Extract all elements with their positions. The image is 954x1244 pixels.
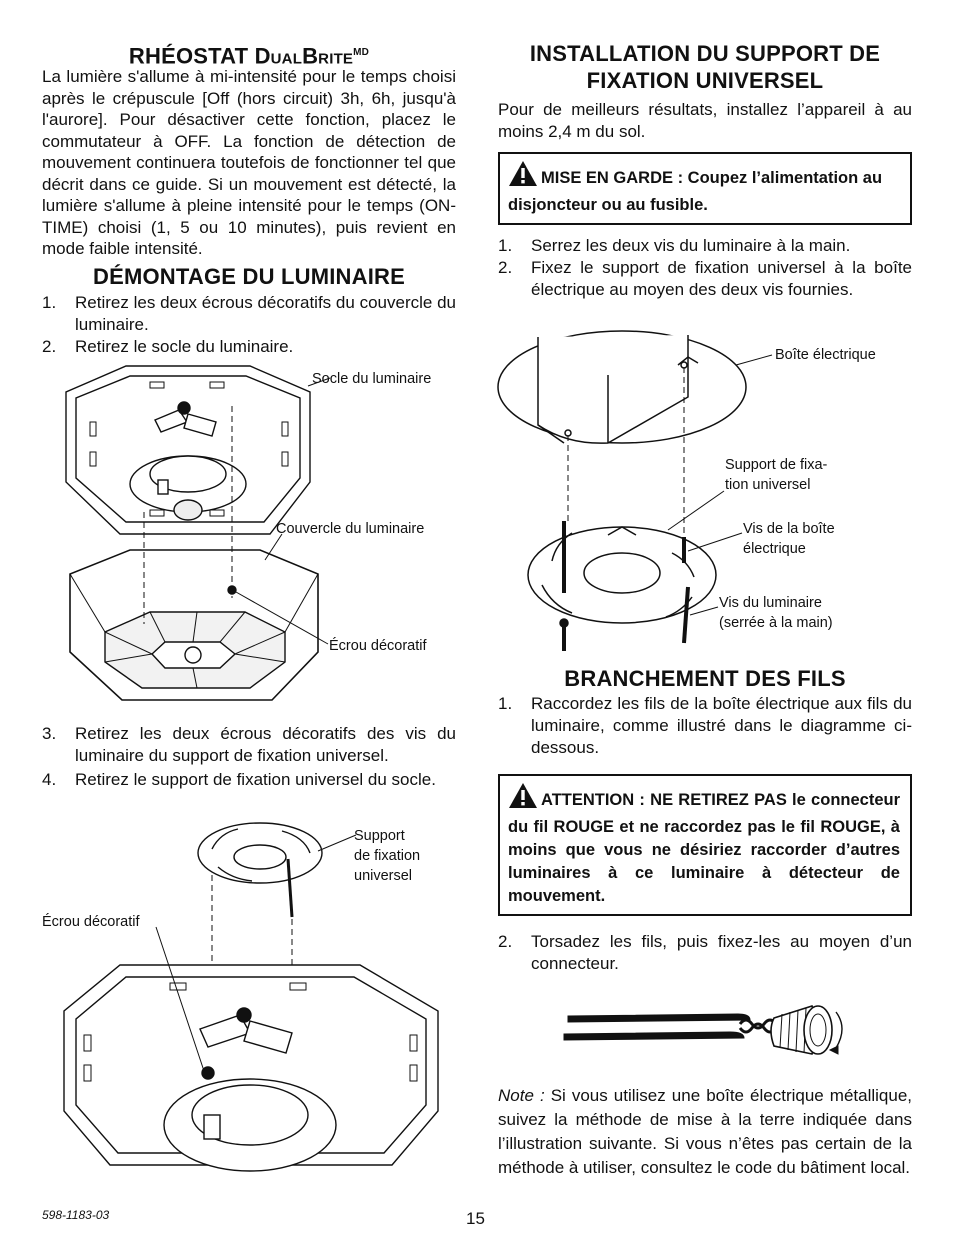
list-item: 1.Retirez les deux écrous décoratifs du … <box>42 293 456 334</box>
label-ecrou-2: Écrou décoratif <box>42 914 140 930</box>
list-item: 1.Serrez les deux vis du luminaire à la … <box>498 236 851 255</box>
demontage-steps-b: 3.Retirez les deux écrous décoratifs des… <box>42 723 456 791</box>
label-support-1: Support de fixation universel <box>354 828 421 884</box>
installation-heading: INSTALLATION DU SUPPORT DE FIXATION UNIV… <box>529 41 881 93</box>
page-number: 15 <box>466 1209 485 1228</box>
label-vis-boite: Vis de la boîte électrique <box>743 521 835 557</box>
list-item: 2.Fixez le support de fixation universel… <box>498 258 912 299</box>
fixture-disassembly-figure <box>65 365 331 701</box>
bracket-installation-figure <box>497 330 773 651</box>
list-item: 2.Torsadez les fils, puis fixez-les au m… <box>498 932 912 973</box>
branchement-heading: BRANCHEMENT DES FILS <box>564 666 846 691</box>
label-boite: Boîte électrique <box>775 347 876 363</box>
label-couvercle: Couvercle du luminaire <box>276 521 425 537</box>
list-item: 2.Retirez le socle du luminaire. <box>42 337 294 356</box>
wire-connector-figure <box>563 1004 843 1055</box>
list-item: 3.Retirez les deux écrous décoratifs des… <box>42 724 456 765</box>
installation-body: Pour de meilleurs résultats, installez l… <box>498 100 912 141</box>
list-item: 4.Retirez le support de fixation univers… <box>42 770 436 789</box>
warning-box-2: ATTENTION : NE RETIREZ PAS le connecteur… <box>498 774 912 916</box>
rheostat-heading: RHÉOSTAT DualBriteMD <box>128 43 370 69</box>
installation-steps: 1.Serrez les deux vis du luminaire à la … <box>498 235 912 301</box>
bracket-removal-figure <box>63 822 439 1172</box>
warning-icon <box>508 160 538 194</box>
demontage-steps-a: 1.Retirez les deux écrous décoratifs du … <box>42 292 456 358</box>
document-number: 598-1183-03 <box>42 1208 110 1222</box>
label-ecrou-1: Écrou décoratif <box>329 638 427 654</box>
label-support-2: Support de fixa- tion universel <box>725 457 828 493</box>
list-item: 1.Raccordez les fils de la boîte électri… <box>498 694 912 757</box>
demontage-heading: DÉMONTAGE DU LUMINAIRE <box>93 264 405 289</box>
label-vis-luminaire: Vis du luminaire (serrée à la main) <box>719 595 833 631</box>
branchement-step-1: 1.Raccordez les fils de la boîte électri… <box>498 693 912 759</box>
note-paragraph: Note : Si vous utilisez une boîte électr… <box>498 1086 912 1177</box>
warning-icon <box>508 782 538 816</box>
rheostat-body: La lumière s'allume à mi-intensité pour … <box>42 67 456 258</box>
warning-box-1: MISE EN GARDE : Coupez l’alimentation au… <box>498 152 912 225</box>
label-socle: Socle du luminaire <box>312 371 432 387</box>
branchement-step-2: 2.Torsadez les fils, puis fixez-les au m… <box>498 931 912 975</box>
